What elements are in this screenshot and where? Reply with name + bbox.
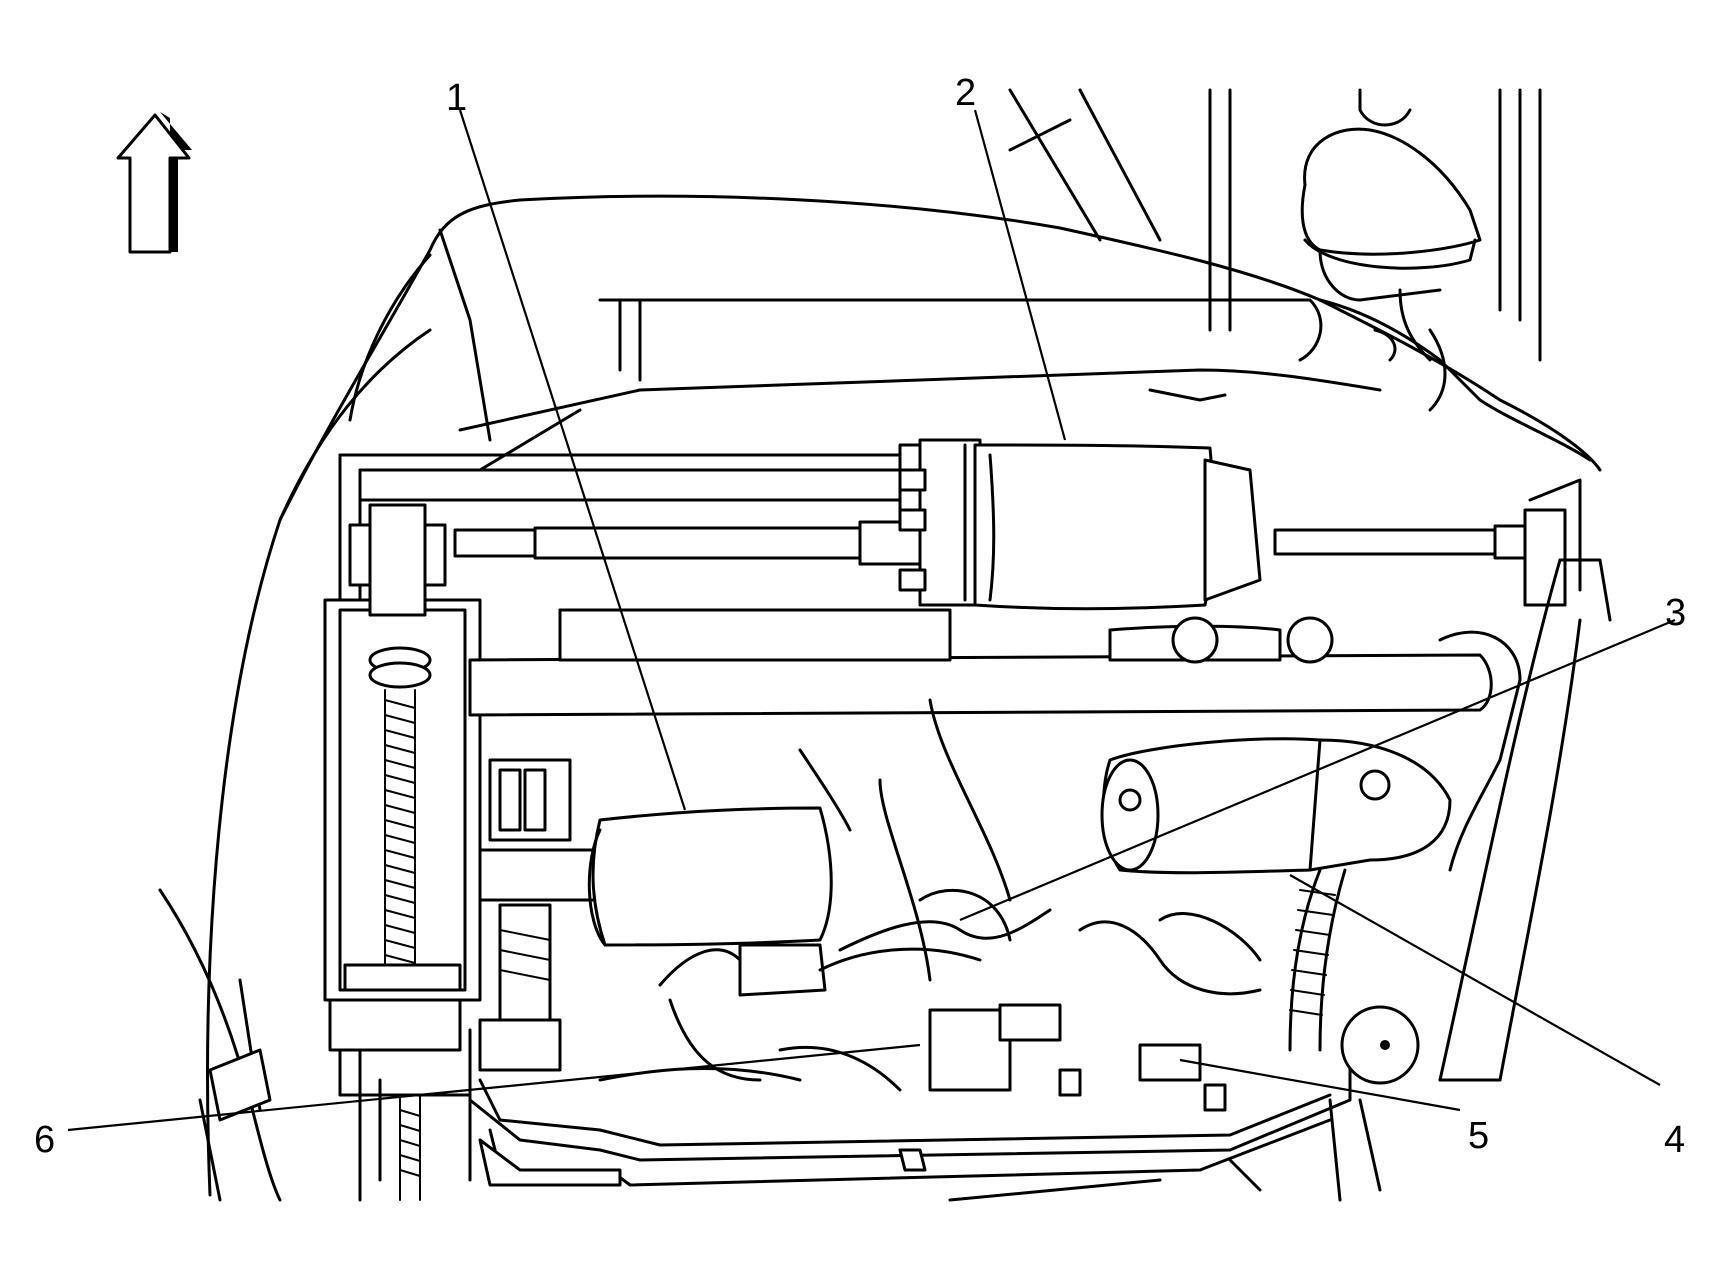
callout-labels: 1 2 3 4 5 6 xyxy=(34,72,1686,1161)
height-adjuster-jack xyxy=(323,503,482,1201)
leader-4 xyxy=(1289,874,1661,1086)
callout-2: 2 xyxy=(955,72,976,114)
callout-4: 4 xyxy=(1664,1119,1685,1161)
leader-3 xyxy=(959,618,1676,922)
motor-right-recliner-motor xyxy=(1100,630,1522,1052)
motor-1-lower-motor xyxy=(478,758,833,1072)
cross-tube xyxy=(468,608,1493,717)
callout-leaders xyxy=(67,109,1676,1132)
pillar-and-belt xyxy=(1008,88,1542,362)
callout-5: 5 xyxy=(1468,1115,1489,1157)
lower-left-panel xyxy=(158,888,282,1202)
callout-1: 1 xyxy=(446,77,467,119)
leader-2 xyxy=(973,109,1067,441)
horizontal-drive-shaft xyxy=(453,478,1582,607)
right-side-frame xyxy=(1340,558,1612,1085)
wiring-harness xyxy=(598,698,1262,1112)
screw-thread xyxy=(384,699,421,1201)
callout-3: 3 xyxy=(1665,592,1686,634)
leader-6 xyxy=(67,1043,921,1132)
up-arrow-icon xyxy=(116,112,192,254)
leader-1 xyxy=(458,109,687,811)
base-tray xyxy=(468,1028,1382,1202)
motor-2-upper-motor xyxy=(898,438,1262,611)
seat-cushion xyxy=(206,194,1602,1197)
leader-5 xyxy=(1179,1058,1461,1112)
callout-6: 6 xyxy=(34,1119,55,1161)
